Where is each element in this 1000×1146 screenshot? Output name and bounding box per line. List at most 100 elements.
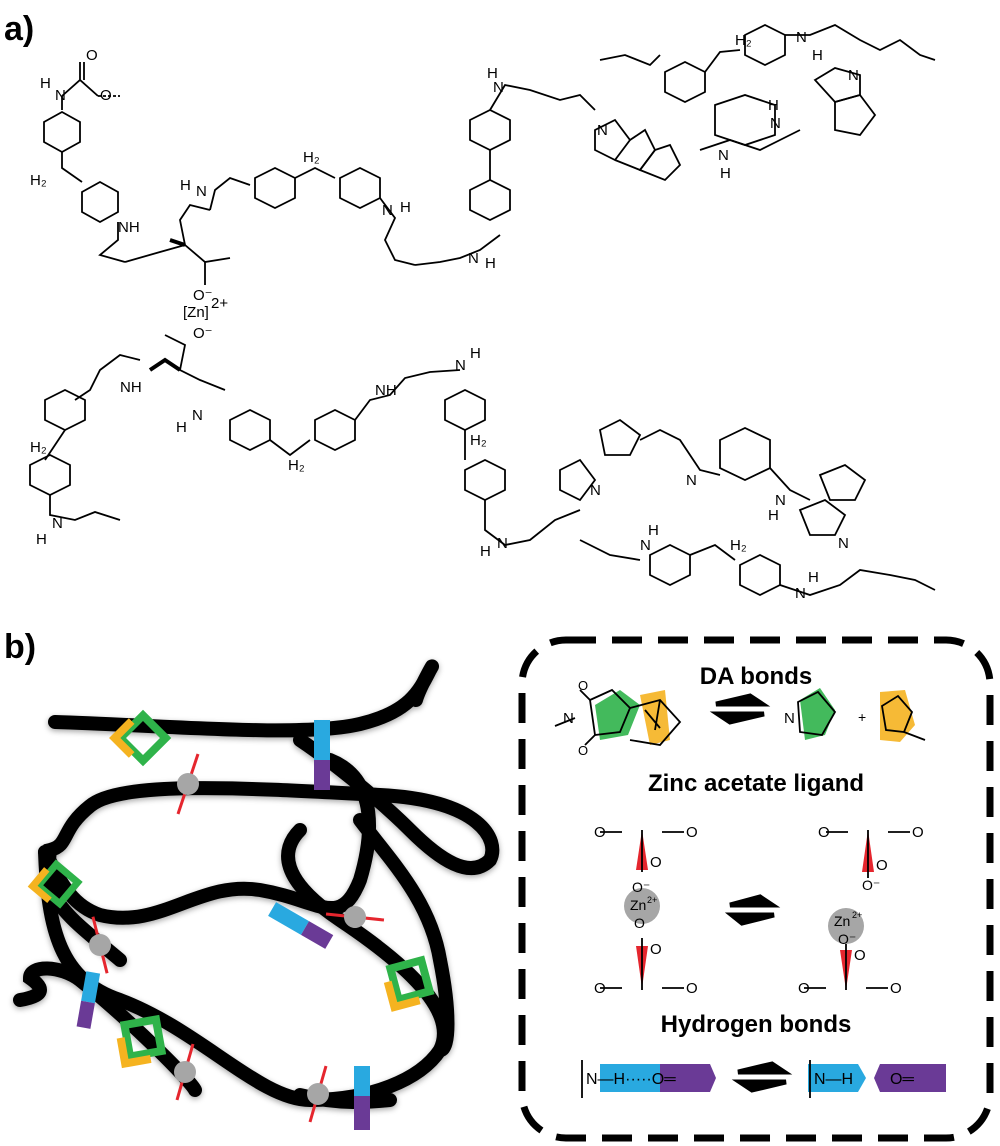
hbond-complex-label: N—H·····O═ [586,1071,676,1088]
atom-h: H [180,177,191,194]
atom-nh: NH [120,379,142,396]
equilibrium-arrow-zinc [724,894,781,926]
legend-box: DA bonds N O O [518,636,994,1142]
atom-o: O [634,915,645,931]
legend-title-hydrogen-bonds: Hydrogen bonds [661,1011,852,1038]
atom-o: O [876,857,888,874]
atom-n: N [55,87,66,104]
zinc-ion-charge: 2+ [211,295,228,312]
atom-n: N [468,250,479,267]
atom-n: N [590,482,601,499]
plus-sign: + [858,709,866,725]
hydrogen-bond-markers [76,720,370,1130]
zinc-ligand-marker [307,1065,329,1123]
hydrogen-bond-left: N—H·····O═ [581,1060,716,1098]
hbond-marker [354,1066,370,1130]
atom-o: O [818,824,830,841]
zinc-complex-right: O O O O⁻ Zn 2+ O⁻ O O O [798,824,924,997]
atom-n: N [196,183,207,200]
da-bond-square [27,859,83,909]
atom-n: N [192,407,203,424]
atom-n: N [455,357,466,374]
atom-h: H [768,97,779,114]
atom-n: N [784,710,795,727]
atom-n: N [497,535,508,552]
atom-o: O [650,854,662,871]
zinc-label: Zn [834,913,850,929]
atom-h: H [768,507,779,524]
atom-n: N [775,492,786,509]
polymer-chains [13,659,500,1109]
carbonyl-acceptor-label: O═ [890,1071,914,1088]
hbond-marker [314,720,330,790]
atom-o: O [578,678,588,693]
atom-n: N [640,537,651,554]
atom-n: N [52,515,63,532]
atom-h: H [648,522,659,539]
methylene-label: H₂ [470,432,487,449]
atom-h: H [176,419,187,436]
atom-n: N [848,67,859,84]
atom-o: O⁻ [193,325,213,342]
nh-donor-label: N—H [814,1071,853,1088]
da-bond-square [116,1014,167,1069]
methylene-label: H₂ [288,457,305,474]
atom-n: N [795,585,806,602]
atom-o: O [890,980,902,997]
da-bond-square [383,955,435,1012]
atom-h: H [480,543,491,560]
polymer-chain [13,961,202,1097]
methylene-label: H₂ [735,32,752,49]
atom-h: H [400,199,411,216]
zinc-charge: 2+ [647,895,657,905]
atom-nh: NH [118,219,140,236]
atom-o-minus: O⁻ [862,877,880,893]
zinc-ligand-markers [89,753,385,1123]
atom-n: N [493,79,504,96]
atom-o: O [686,980,698,997]
atom-h: H [470,345,481,362]
hydrogen-bond-right: N—H O═ [808,1060,946,1098]
atom-h: H [487,65,498,82]
methylene-label: H₂ [303,149,320,166]
atom-o: O [594,980,606,997]
hbond-marker [268,902,334,949]
atom-o: O [578,743,588,758]
zinc-ligand-marker [89,916,111,974]
equilibrium-arrow-da [709,693,771,725]
atom-n: N [597,122,608,139]
atom-o: O [912,824,924,841]
maleimide-furan-structures: N + [784,688,926,742]
legend-title-da-bonds: DA bonds [700,663,812,690]
atom-n: N [770,115,781,132]
atom-n: N [382,202,393,219]
da-adduct-structure: N O O [554,678,682,758]
atom-n: N [838,535,849,552]
polymer-chain [48,659,439,738]
zinc-ion-label: [Zn] [183,304,209,321]
atom-n: N [686,472,697,489]
chemical-structure-diagram: N H O O H₂ NH H N H₂ N H N H O⁻ [Zn] 2+ … [29,23,936,602]
zinc-ligand-marker [176,753,200,815]
atom-n: N [563,710,574,727]
atom-h: H [808,569,819,586]
atom-h: H [485,255,496,272]
atom-o: O [854,947,866,964]
atom-o: O [650,941,662,958]
zinc-ligand-marker [325,906,385,928]
atom-o: O⁻ [193,287,213,304]
atom-o: O [798,980,810,997]
panel-b-label: b) [4,628,37,666]
zinc-label: Zn [630,897,646,913]
atom-o-minus: O⁻ [838,931,856,947]
atom-h: H [812,47,823,64]
zinc-complex-left: O O O O⁻ Zn 2+ O O O O [594,824,698,997]
equilibrium-arrow-hbond [731,1061,793,1093]
atom-n: N [718,147,729,164]
hbond-marker [76,971,101,1029]
atom-h: H [720,165,731,182]
zinc-charge: 2+ [852,910,862,920]
zinc-ligand-marker [174,1043,196,1101]
da-bond-square [109,709,172,767]
